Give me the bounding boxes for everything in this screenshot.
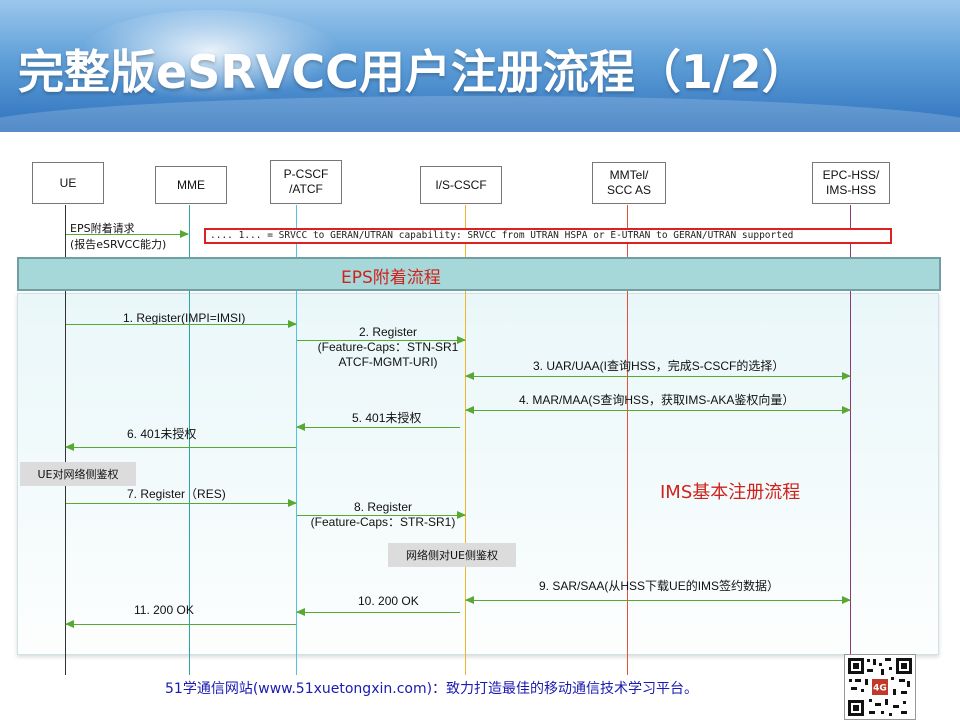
msg-5-label: 5. 401未授权 — [352, 411, 422, 425]
msg-9-label: 9. SAR/SAA(从HSS下载UE的IMS签约数据） — [539, 579, 780, 593]
ims-registration-label: IMS基本注册流程 — [660, 482, 801, 503]
qr-code: 4G — [844, 654, 916, 720]
node-mme: MME — [155, 166, 227, 204]
node-ue: UE — [32, 162, 104, 204]
ue-auth-box: UE对网络侧鉴权 — [20, 462, 136, 486]
msg-8-arrow — [297, 511, 466, 519]
msg-7-label: 7. Register（RES) — [127, 487, 226, 501]
msg-9-arrow — [465, 596, 851, 604]
msg-2-label: 2. Register (Feature-Caps：STN-SR1 ATCF-M… — [317, 325, 459, 369]
qr-code-graphic: 4G — [845, 655, 915, 719]
eps-attach-band: EPS附着流程 — [17, 257, 941, 291]
water-drop-decoration — [80, 10, 340, 100]
msg-2-arrow — [297, 336, 466, 344]
footer-text: 51学通信网站(www.51xuetongxin.com)：致力打造最佳的移动通… — [165, 681, 699, 697]
msg-11-label: 11. 200 OK — [134, 603, 194, 617]
msg-6-arrow — [65, 443, 296, 451]
msg-3-arrow — [465, 372, 851, 380]
qr-center-label: 4G — [873, 684, 887, 694]
eps-attach-request-arrow — [66, 230, 189, 238]
node-pcscf: P-CSCF /ATCF — [270, 160, 342, 204]
msg-5-arrow — [296, 423, 460, 431]
msg-6-label: 6. 401未授权 — [127, 427, 197, 441]
lifeline-hss-overlay — [850, 293, 851, 675]
node-hss: EPC-HSS/ IMS-HSS — [812, 162, 890, 204]
lifeline-mme-overlay — [189, 293, 190, 675]
msg-1-arrow — [66, 320, 297, 328]
node-mmtel: MMTel/ SCC AS — [592, 162, 666, 204]
lifeline-iscscf-overlay — [465, 293, 466, 675]
lifeline-mmtel-overlay — [627, 293, 628, 675]
msg-4-arrow — [465, 406, 851, 414]
eps-attach-request-label: EPS附着请求 (报告eSRVCC能力) — [70, 222, 167, 251]
slide-title: 完整版eSRVCC用户注册流程（1/2） — [18, 45, 808, 99]
msg-10-arrow — [296, 608, 460, 616]
node-iscscf: I/S-CSCF — [420, 166, 502, 204]
eps-attach-band-label: EPS附着流程 — [341, 268, 441, 288]
msg-7-arrow — [66, 499, 297, 507]
msg-1-label: 1. Register(IMPI=IMSI) — [123, 311, 246, 325]
lifeline-pcscf-overlay — [296, 293, 297, 675]
capability-box: .... 1... = SRVCC to GERAN/UTRAN capabil… — [204, 228, 892, 244]
msg-11-arrow — [65, 620, 296, 628]
msg-4-label: 4. MAR/MAA(S查询HSS，获取IMS-AKA鉴权向量） — [519, 393, 795, 407]
slide-header: 完整版eSRVCC用户注册流程（1/2） — [0, 0, 960, 132]
network-auth-box: 网络侧对UE侧鉴权 — [388, 543, 516, 567]
ims-registration-area — [17, 293, 939, 655]
msg-8-label: 8. Register (Feature-Caps：STR-SR1) — [310, 500, 456, 529]
msg-3-label: 3. UAR/UAA(I查询HSS，完成S-CSCF的选择） — [533, 359, 785, 373]
msg-10-label: 10. 200 OK — [358, 594, 419, 608]
